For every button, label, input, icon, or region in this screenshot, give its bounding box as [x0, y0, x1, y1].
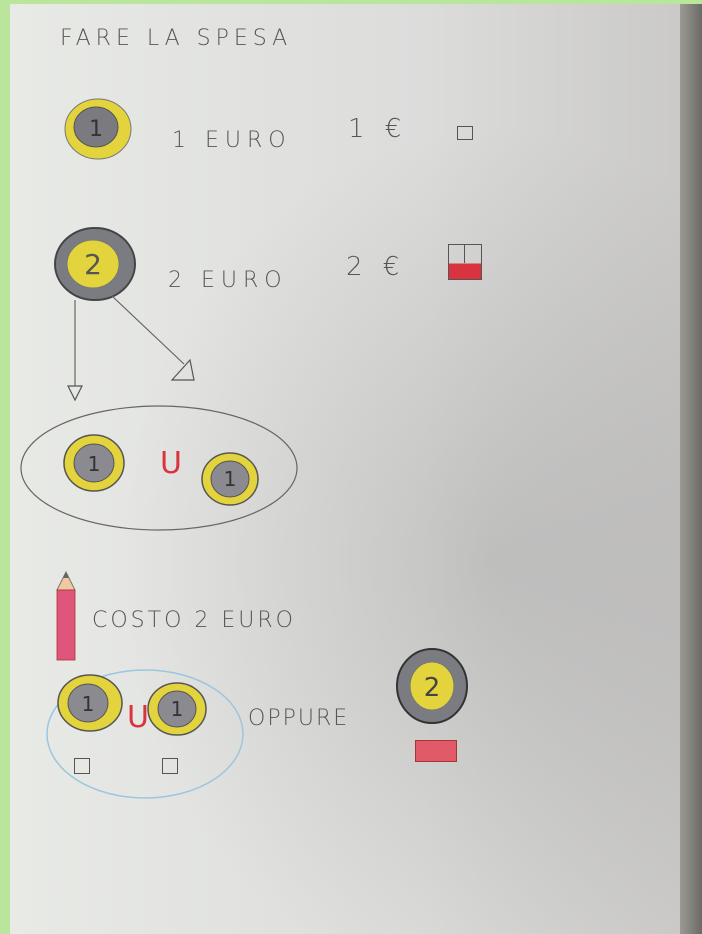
- one-euro-coin: 1: [62, 96, 134, 162]
- cost-right-coin-digit: 1: [171, 697, 184, 721]
- union-operator: U: [160, 446, 182, 481]
- union-left-coin-digit: 1: [88, 452, 101, 476]
- cost-left-coin-digit: 1: [82, 692, 95, 716]
- alt-two-euro-coin: 2: [394, 646, 470, 726]
- one-euro-coin-digit: 1: [89, 117, 103, 142]
- cost-label: COSTO 2 EURO: [92, 608, 296, 633]
- union-set: [14, 400, 304, 540]
- union-right-coin-digit: 1: [224, 467, 237, 491]
- two-euro-label: 2 EURO: [168, 268, 288, 293]
- notebook-edge: [680, 4, 702, 934]
- cost-right-box: [162, 758, 178, 774]
- two-euro-box: [448, 244, 482, 280]
- two-euro-coin: 2: [50, 224, 140, 304]
- one-euro-label: 1 EURO: [172, 128, 292, 153]
- cost-left-coin: 1: [56, 672, 124, 734]
- cost-right-coin: 1: [146, 680, 208, 738]
- alt-two-euro-coin-digit: 2: [424, 673, 441, 703]
- two-euro-coin-digit: 2: [84, 248, 102, 281]
- two-euro-symbol: 2 €: [346, 252, 405, 282]
- union-left-coin: 1: [62, 432, 126, 494]
- alt-red-bar: [415, 740, 457, 762]
- one-euro-box: [457, 126, 473, 140]
- page-title: FARE LA SPESA: [60, 26, 292, 51]
- decomposition-arrows: [60, 294, 210, 414]
- notebook-page: FARE LA SPESA 1 1 EURO 1 € 2 2 EURO 2 € …: [10, 4, 702, 934]
- cost-left-box: [74, 758, 90, 774]
- pencil-icon: [54, 570, 78, 662]
- union-right-coin: 1: [200, 450, 260, 508]
- or-label: OPPURE: [248, 706, 349, 731]
- one-euro-symbol: 1 €: [348, 114, 407, 144]
